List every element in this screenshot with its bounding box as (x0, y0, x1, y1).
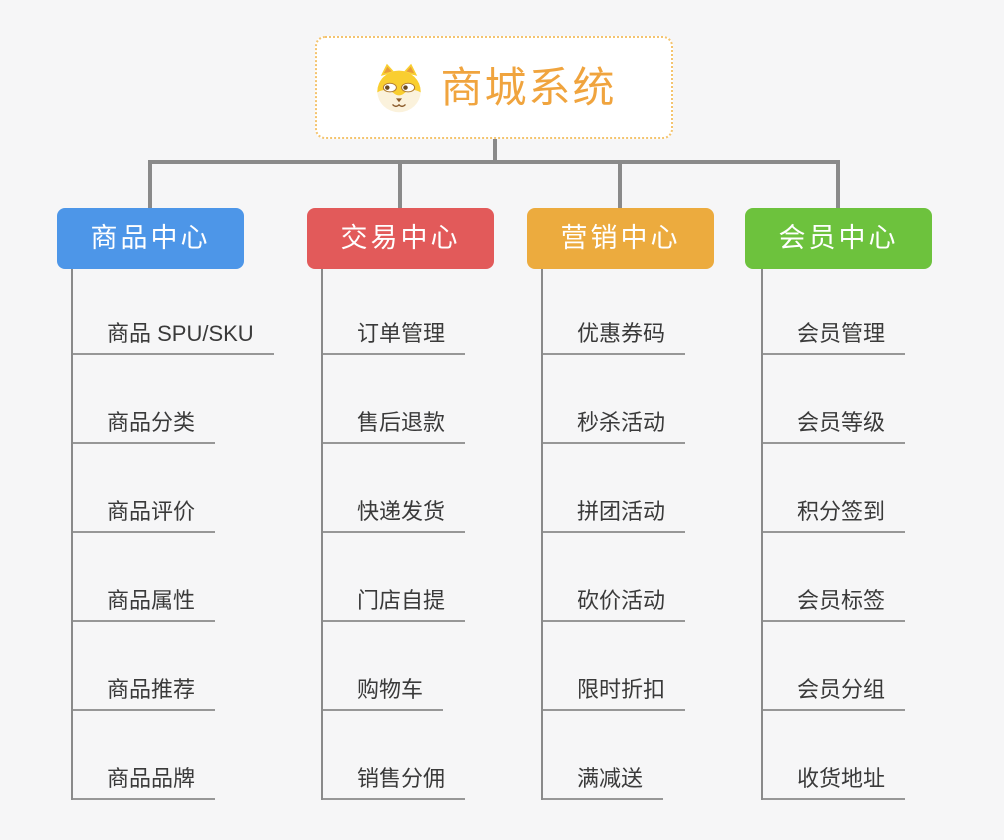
leaf-node[interactable]: 门店自提 (323, 586, 466, 622)
leaf-node[interactable]: 会员标签 (763, 586, 906, 622)
branch-node-marketing-center[interactable]: 营销中心 (527, 208, 714, 269)
connector-drop-marketing-center (618, 160, 622, 208)
branch-label: 交易中心 (340, 223, 461, 253)
leaf-node[interactable]: 售后退款 (323, 408, 466, 444)
branch-label: 商品中心 (90, 223, 211, 253)
root-node[interactable]: 商城系统 (315, 36, 673, 139)
dog-face-icon (377, 63, 422, 112)
connector-drop-member-center (836, 160, 840, 208)
leaf-node[interactable]: 商品属性 (73, 586, 216, 622)
leaf-node[interactable]: 积分签到 (763, 497, 906, 533)
leaf-node[interactable]: 收货地址 (763, 764, 906, 800)
connector-drop-product-center (148, 160, 152, 208)
leaf-node[interactable]: 商品评价 (73, 497, 216, 533)
branch-trunk-product-center: 商品 SPU/SKU 商品分类 商品评价 商品属性 商品推荐 商品品牌 (71, 269, 321, 800)
leaf-node[interactable]: 商品分类 (73, 408, 216, 444)
leaf-node[interactable]: 会员等级 (763, 408, 906, 444)
leaf-node[interactable]: 拼团活动 (543, 497, 686, 533)
leaf-node[interactable]: 优惠券码 (543, 319, 686, 355)
branch-node-trade-center[interactable]: 交易中心 (307, 208, 494, 269)
branch-trunk-member-center: 会员管理 会员等级 积分签到 会员标签 会员分组 收货地址 (761, 269, 1004, 800)
leaf-node[interactable]: 商品品牌 (73, 764, 216, 800)
leaf-node[interactable]: 销售分佣 (323, 764, 466, 800)
leaf-node[interactable]: 满减送 (543, 764, 664, 800)
branch-label: 会员中心 (778, 223, 899, 253)
connector-drop-trade-center (398, 160, 402, 208)
branch-trunk-marketing-center: 优惠券码 秒杀活动 拼团活动 砍价活动 限时折扣 满减送 (541, 269, 791, 800)
connector-root-drop (493, 139, 497, 164)
branch-node-member-center[interactable]: 会员中心 (745, 208, 932, 269)
branch-node-product-center[interactable]: 商品中心 (57, 208, 244, 269)
leaf-node[interactable]: 商品推荐 (73, 675, 216, 711)
leaf-node[interactable]: 购物车 (323, 675, 444, 711)
connector-horizontal-bus (148, 160, 840, 164)
branch-trunk-trade-center: 订单管理 售后退款 快递发货 门店自提 购物车 销售分佣 (321, 269, 571, 800)
leaf-node[interactable]: 订单管理 (323, 319, 466, 355)
branch-label: 营销中心 (560, 223, 681, 253)
leaf-node[interactable]: 限时折扣 (543, 675, 686, 711)
root-title: 商城系统 (440, 63, 617, 111)
leaf-node[interactable]: 快递发货 (323, 497, 466, 533)
leaf-node[interactable]: 会员分组 (763, 675, 906, 711)
leaf-node[interactable]: 砍价活动 (543, 586, 686, 622)
leaf-node[interactable]: 会员管理 (763, 319, 906, 355)
leaf-node[interactable]: 秒杀活动 (543, 408, 686, 444)
leaf-node[interactable]: 商品 SPU/SKU (73, 319, 274, 355)
